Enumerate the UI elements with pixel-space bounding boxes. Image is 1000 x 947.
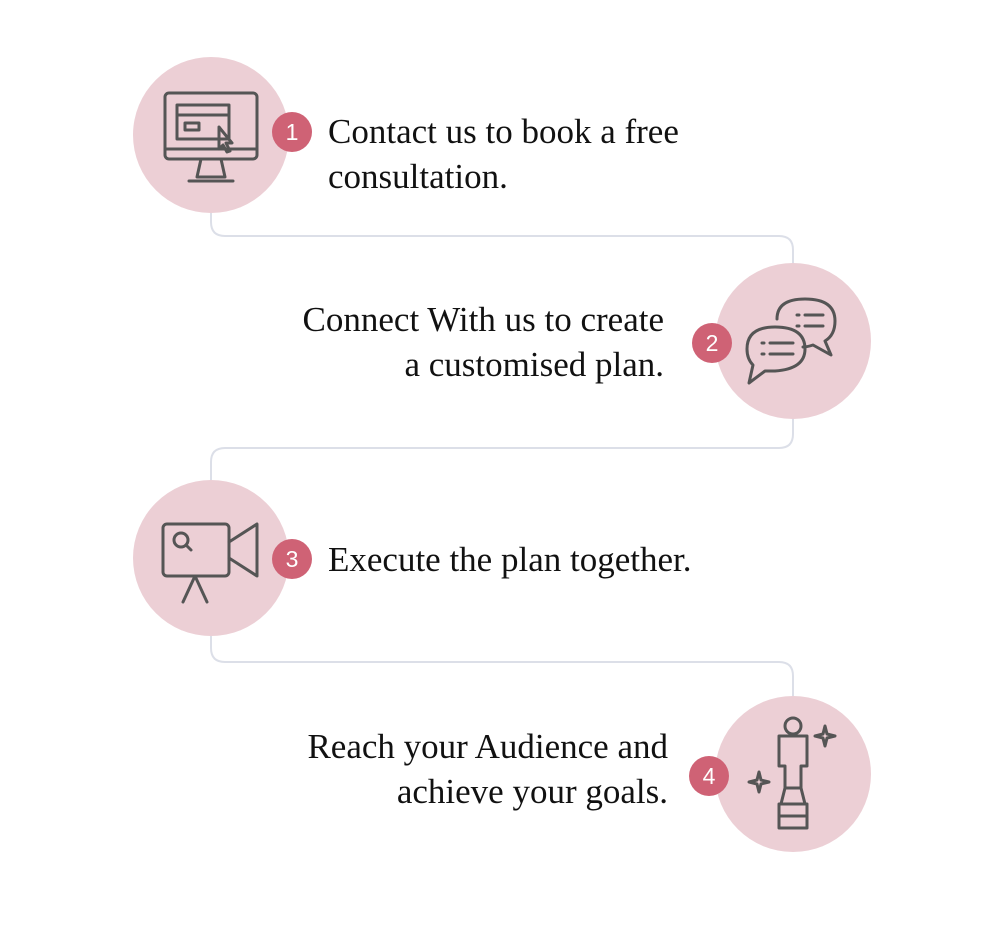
step-4-circle (715, 696, 871, 852)
trophy-statue-icon (747, 716, 837, 830)
computer-monitor-icon (163, 91, 259, 183)
step-2-badge: 2 (692, 323, 732, 363)
step-3-text: Execute the plan together. (328, 537, 691, 582)
video-camera-icon (161, 522, 259, 604)
step-2-text: Connect With us to create a customised p… (303, 297, 664, 387)
step-2-line-2: a customised plan. (404, 345, 664, 384)
step-2-circle (715, 263, 871, 419)
step-3-line-1: Execute the plan together. (328, 540, 692, 579)
chat-bubbles-icon (745, 297, 837, 385)
step-4-badge: 4 (689, 756, 729, 796)
step-4-line-1: Reach your Audience and (307, 727, 668, 766)
step-1-line-2: consultation. (328, 157, 508, 196)
step-3-badge: 3 (272, 539, 312, 579)
step-1-text: Contact us to book a free consultation. (328, 109, 679, 199)
step-3-circle (133, 480, 289, 636)
step-1-circle (133, 57, 289, 213)
step-4-text: Reach your Audience and achieve your goa… (307, 724, 668, 814)
step-1-badge: 1 (272, 112, 312, 152)
step-2-line-1: Connect With us to create (302, 300, 664, 339)
step-4-line-2: achieve your goals. (396, 772, 668, 811)
step-1-line-1: Contact us to book a free (328, 112, 679, 151)
